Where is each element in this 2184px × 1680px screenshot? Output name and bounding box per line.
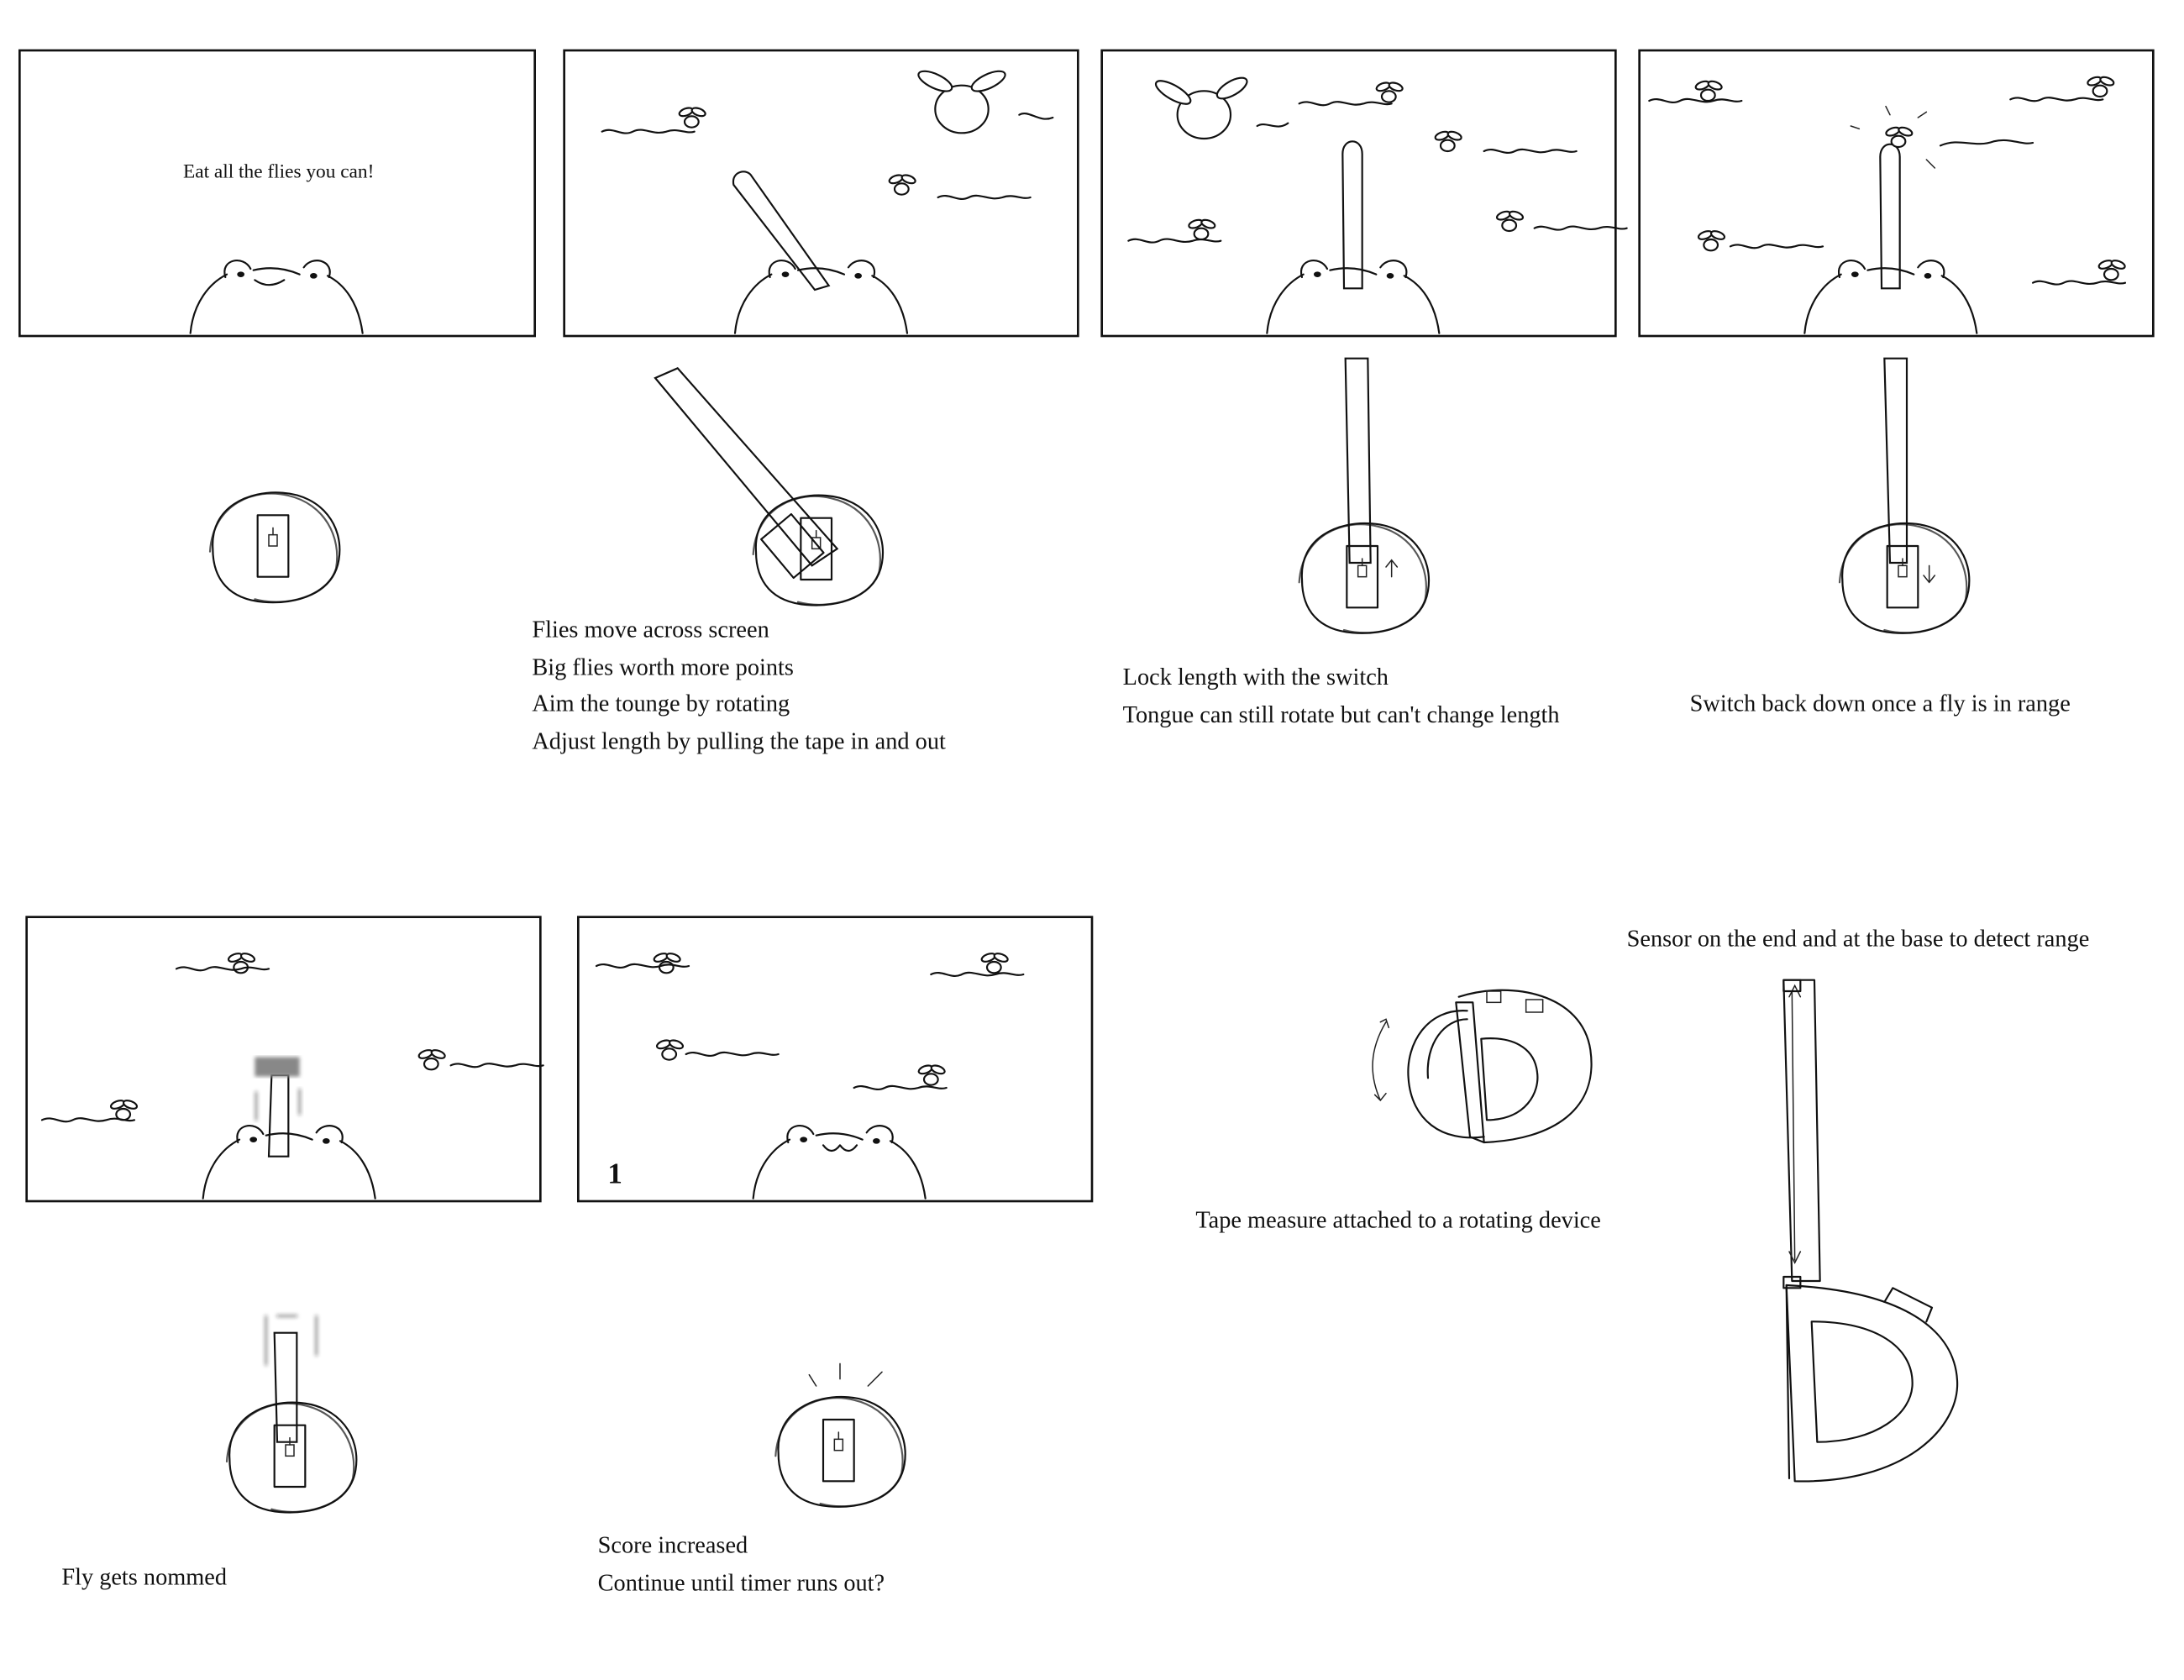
note-line: Aim the tounge by rotating [532,691,790,717]
note-line: Big flies worth more points [532,654,794,680]
big-fly-icon [917,70,1054,134]
note-line: Tongue can still rotate but can't change… [1123,702,1560,728]
notes-device: Tape measure attached to a rotating devi… [1195,1208,1601,1234]
note-line: Tape measure attached to a rotating devi… [1195,1208,1601,1234]
note-line: Fly gets nommed [61,1565,227,1591]
notes-lock: Lock length with the switch Tongue can s… [1123,664,1560,728]
controller-idle [208,491,341,604]
note-line: Continue until timer runs out? [598,1570,885,1596]
tongue [255,1057,301,1158]
tongue [1341,140,1363,290]
arrow-up-icon [1385,559,1399,578]
arrow-down-icon [1923,564,1936,584]
notes-release: Switch back down once a fly is in range [1690,691,2071,717]
score-counter: 1 [607,1157,622,1189]
note-line: Switch back down once a fly is in range [1690,691,2071,717]
panel-release [1638,49,2155,338]
panel-aim [563,49,1079,338]
tape-measure-sketch [1782,979,1959,1483]
note-line: Adjust length by pulling the tape in and… [532,729,946,755]
base-sensor [1782,1275,1802,1289]
tongue [1879,143,1901,290]
notes-aim: Flies move across screen Big flies worth… [532,617,946,754]
controller-release [1838,357,1971,634]
controller-score [774,1362,906,1508]
panel-score: 1 [577,916,1094,1203]
caught-fly-icon [1850,105,1936,169]
controller-nom [225,1315,358,1514]
notes-score: Score increased Continue until timer run… [598,1532,885,1596]
note-line: Flies move across screen [532,617,769,643]
sparkle-icon [808,1362,883,1387]
note-line: Score increased [598,1532,748,1558]
big-fly-icon [1154,76,1289,140]
panel-lock [1100,49,1628,338]
controller-lock [1298,357,1431,634]
fly-trail [1939,139,2034,147]
note-line: Lock length with the switch [1123,664,1389,690]
controller-aim [654,367,885,606]
frog-chewing-mouth [822,1144,858,1152]
notes-nom: Fly gets nommed [61,1565,227,1591]
range-arrow-icon [1788,984,1802,1265]
rotate-arrow-icon [1372,1018,1390,1102]
notes-sensor: Sensor on the end and at the base to det… [1627,927,2090,953]
note-line: Sensor on the end and at the base to det… [1627,927,2090,953]
intro-caption: Eat all the flies you can! [183,161,374,183]
panel-nom [25,916,544,1203]
end-sensor [1782,979,1802,993]
rotating-device-sketch [1372,989,1593,1144]
frog-smile [254,279,286,286]
panel-intro: Eat all the flies you can! [18,49,536,338]
